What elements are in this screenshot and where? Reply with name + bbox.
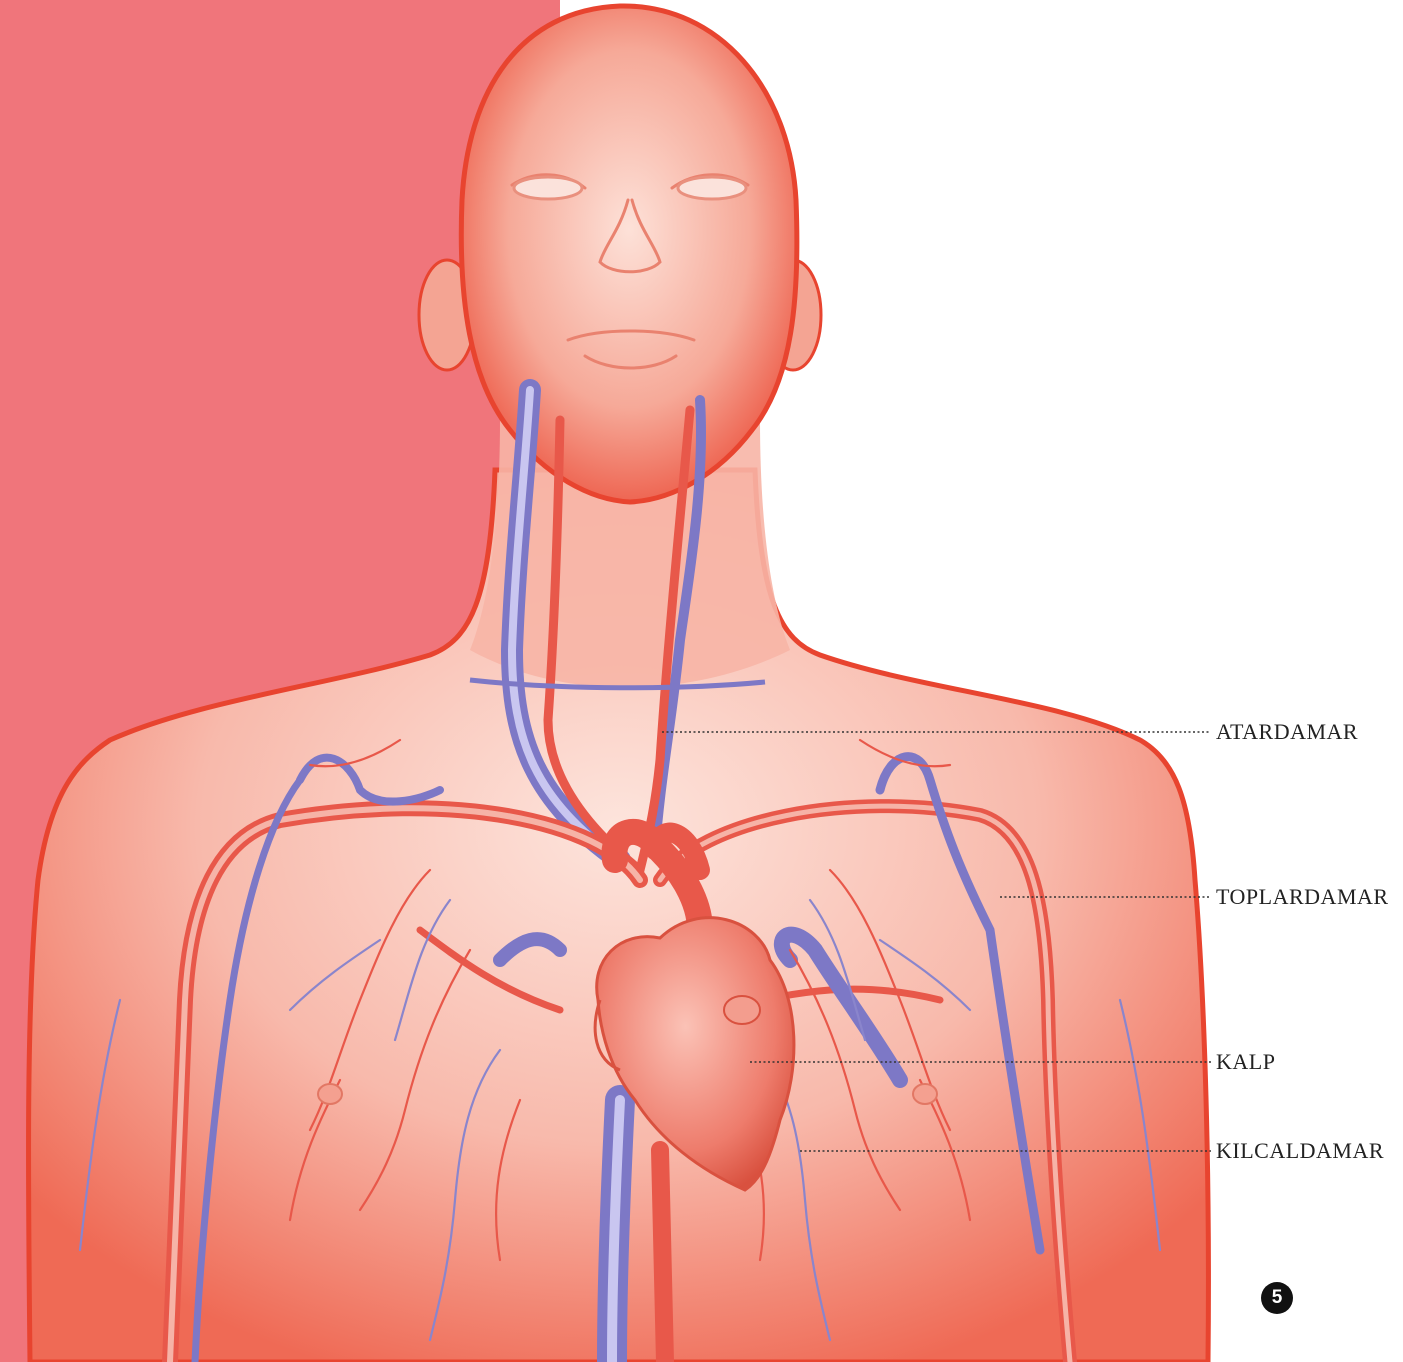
label-artery: ATARDAMAR [1216,720,1358,744]
label-capillary: KILCALDAMAR [1216,1139,1384,1163]
left-nipple [318,1084,342,1104]
page-number-badge: 5 [1261,1282,1293,1314]
right-nipple [913,1084,937,1104]
label-vein: TOPLARDAMAR [1216,885,1389,909]
head [461,6,797,502]
label-heart: KALP [1216,1050,1275,1074]
